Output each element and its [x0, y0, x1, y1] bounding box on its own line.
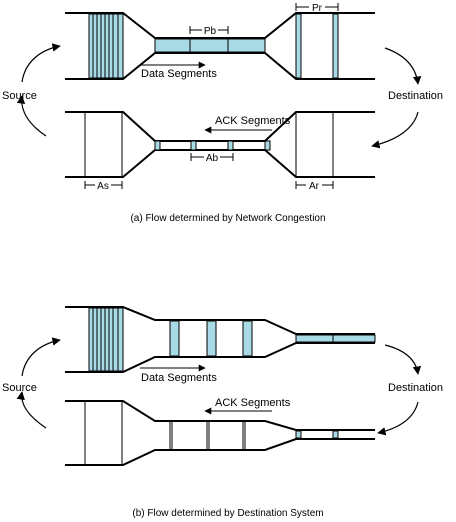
ack-pipe-b-top [65, 400, 375, 431]
ack-pipe-b-bottom [65, 438, 375, 466]
ack-pipe-a-bottom [65, 149, 375, 178]
caption-a: (a) Flow determined by Network Congestio… [130, 213, 325, 224]
ack-segment [264, 140, 271, 151]
panel-a [65, 12, 375, 178]
ack-pipe-a-top [65, 111, 375, 142]
pb-label: Pb [204, 26, 217, 37]
ack-segment [154, 140, 161, 151]
data-segment-middle [242, 320, 253, 357]
ack-segments-label: ACK Segments [215, 397, 291, 409]
ack-segment [332, 430, 339, 439]
data-segment-burst [88, 307, 124, 372]
data-pipe-b-top [65, 306, 375, 335]
destination-arrow-down [384, 47, 422, 85]
source-arrow-up [16, 95, 47, 137]
pr-label: Pr [312, 3, 323, 14]
panel-b-arrows [16, 337, 422, 436]
ack-segment [227, 140, 234, 151]
data-segment-receiver [295, 334, 376, 343]
data-segments-label: Data Segments [141, 372, 217, 384]
destination-label: Destination [388, 90, 443, 102]
destination-arrow-back [371, 111, 419, 149]
data-segment-middle [169, 320, 180, 357]
ack-segment [190, 140, 197, 151]
panel-b-segments [84, 307, 376, 464]
ab-label: Ab [206, 153, 219, 164]
destination-arrow-back [377, 401, 419, 436]
data-pipe-a-bottom [65, 52, 375, 80]
data-segment-burst [88, 13, 124, 79]
source-arrow-up [16, 391, 47, 429]
panel-a-segments [84, 13, 339, 176]
panel-b [65, 306, 375, 466]
source-arrow-out [21, 43, 61, 83]
data-segments-label: Data Segments [141, 68, 217, 80]
data-segment-receiver [295, 13, 302, 79]
ack-segment [295, 430, 302, 439]
caption-b: (b) Flow determined by Destination Syste… [132, 508, 323, 519]
ar-label: Ar [309, 181, 320, 192]
destination-label: Destination [388, 382, 443, 394]
data-pipe-b-bottom [65, 342, 375, 373]
data-pipe-a-top [65, 12, 375, 39]
data-segment-receiver [332, 13, 339, 79]
source-label: Source [2, 90, 37, 102]
destination-arrow-down [384, 344, 422, 375]
as-label: As [97, 181, 109, 192]
ack-segments-label: ACK Segments [215, 115, 291, 127]
panel-a-arrows [16, 43, 422, 149]
source-arrow-out [21, 337, 61, 377]
data-segment-middle [206, 320, 217, 357]
source-label: Source [2, 382, 37, 394]
data-segments-bottleneck [154, 38, 266, 53]
